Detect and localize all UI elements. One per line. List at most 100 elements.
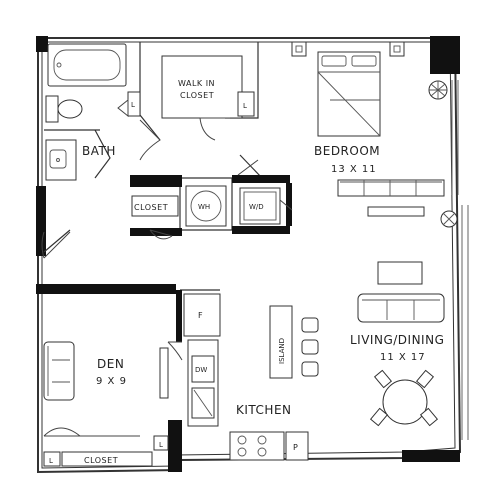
bath-fixtures: L [45,43,141,181]
wall-left-mid [36,186,46,256]
dining-chair-3 [369,407,389,427]
bed [317,51,381,137]
burner-3-icon [237,447,247,457]
bath-label: BATH [82,144,116,158]
bathtub-basin [53,49,121,81]
kitchen-wall-left [176,290,182,342]
sofa-cushions [362,299,440,320]
refrigerator [183,293,221,337]
coffee-table [377,261,423,285]
dining-table [382,379,428,425]
toilet-bowl [57,99,83,119]
den-linen-right [153,435,169,451]
wall-corner-bottom-right [402,450,460,462]
den-closet [61,451,153,467]
dining-chair-4 [419,407,439,427]
tub-drain-icon [56,62,62,68]
entry-door [41,231,71,259]
wall-corner-top-right [430,36,460,74]
sink [49,149,67,169]
den-linen-left [43,451,61,467]
closet-header-wall [130,175,182,187]
utility-block: CLOSET WH W/D [131,159,293,240]
pantry-label: P [293,443,298,452]
den-closet-label: CLOSET [84,456,118,465]
walk-in-closet-shelving [161,55,243,119]
washer-dryer-label: W/D [249,203,264,211]
dining-chair-1 [373,369,393,389]
bedroom-door [237,159,259,176]
walk-in-closet-label-line2: CLOSET [180,91,214,100]
den-shelf [159,347,169,399]
dresser [337,179,445,197]
wd-header-wall [232,175,290,183]
sink-divider [193,389,213,417]
bath-linen-label: L [131,101,135,109]
kitchen: F DW P ISLAND KITCHEN [176,290,319,461]
water-heater-closet [185,185,227,227]
bedroom: BEDROOM 13 X 11 [291,41,448,217]
tv-console [367,206,425,217]
dining-chair-2 [415,369,435,389]
pillow-left [321,55,347,67]
kitchen-island [269,305,293,379]
bath-door [139,119,161,161]
den-sofa [43,341,75,401]
walk-in-linen-closet [237,91,255,117]
den-linen-left-label: L [49,457,53,465]
lamp-right-icon [393,45,401,53]
burner-1-icon [237,435,247,445]
water-heater [190,190,222,222]
living-plant-leaves-icon [442,212,456,226]
dishwasher [191,355,215,383]
dishwasher-label: DW [195,366,207,374]
wd-bottom-wall [232,226,290,234]
living-dining: LIVING/DINING 11 X 17 [350,210,458,427]
hall-closet [131,195,179,217]
den: DEN 9 X 9 L CLOSET L [43,341,183,467]
burner-2-icon [257,435,267,445]
bathtub [47,43,127,87]
washer-dryer-door [279,199,293,211]
walk-in-closet-door [199,117,230,141]
living-dining-label: LIVING/DINING [350,333,444,347]
den-label: DEN [97,357,124,371]
nightstand-left [291,41,307,57]
wall-den-top [36,284,176,294]
vanity [45,139,77,181]
refrigerator-label: F [198,311,203,320]
den-linen-right-label: L [159,441,163,449]
kitchen-label: KITCHEN [236,403,292,417]
bedroom-dimensions: 13 X 11 [331,164,377,175]
nightstand-right [389,41,405,57]
washer-dryer [243,191,277,221]
den-sofa-cushions [47,346,70,396]
hall-closet-label: CLOSET [134,203,168,212]
bar-stool-3 [301,361,319,377]
pillow-right [351,55,377,67]
wd-side-wall [286,183,292,226]
stove [229,431,285,461]
bar-stool-1 [301,317,319,333]
walk-in-linen-label: L [243,102,247,110]
bar-stool-2 [301,339,319,355]
walk-in-closet-label-line1: WALK IN [178,79,215,88]
dresser-drawers [340,180,442,196]
kitchen-island-label: ISLAND [278,338,286,364]
toilet-tank [45,95,59,123]
plant-leaves-icon [429,81,447,99]
bedroom-label: BEDROOM [314,144,380,158]
water-heater-label: WH [198,203,210,211]
wall-den-right [168,420,182,472]
den-dimensions: 9 X 9 [96,376,127,387]
bath-linen-door [117,98,129,118]
sofa [357,293,445,323]
wall-corner-top-left [36,36,48,52]
den-closet-doors [43,427,140,437]
burner-4-icon [257,447,267,457]
sink-drain-icon [56,158,60,162]
windows [451,80,469,440]
washer-dryer-closet [239,187,281,225]
walk-in-closet: WALK IN CLOSET L [139,55,255,161]
